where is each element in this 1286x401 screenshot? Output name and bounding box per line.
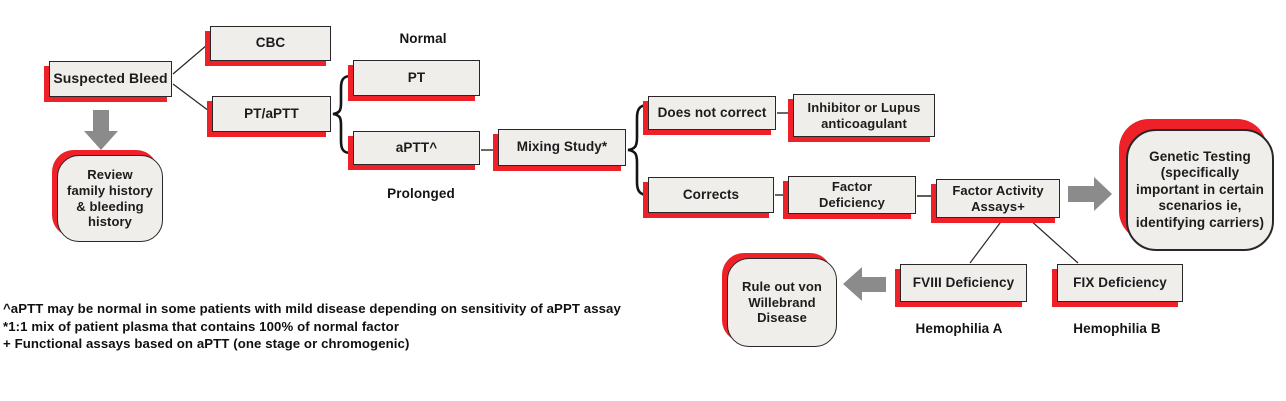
node-rule-out-vwd: Rule out von Willebrand Disease bbox=[727, 258, 837, 347]
node-mixing-study: Mixing Study* bbox=[498, 129, 626, 166]
node-pt: PT bbox=[353, 60, 480, 96]
footnote-functional-assays: + Functional assays based on aPTT (one s… bbox=[3, 336, 410, 352]
brace-ptaptt-split bbox=[332, 74, 353, 155]
node-fix-deficiency: FIX Deficiency bbox=[1057, 264, 1183, 302]
node-cbc: CBC bbox=[210, 26, 331, 61]
node-pt-aptt: PT/aPTT bbox=[212, 96, 331, 132]
line-suspected-to-ptaptt bbox=[172, 83, 210, 112]
node-inhibitor-lupus: Inhibitor or Lupus anticoagulant bbox=[793, 94, 935, 137]
block-arrow-left-icon bbox=[843, 267, 886, 301]
block-arrow-down-icon bbox=[84, 110, 118, 150]
brace-mixing-split bbox=[627, 103, 650, 197]
node-suspected-bleed: Suspected Bleed bbox=[49, 61, 172, 97]
footnotes: ^aPTT may be normal in some patients wit… bbox=[3, 300, 621, 353]
node-genetic-testing: Genetic Testing (specifically important … bbox=[1126, 129, 1274, 251]
label-hemophilia-a: Hemophilia A bbox=[915, 321, 1003, 336]
node-factor-deficiency: Factor Deficiency bbox=[788, 176, 916, 214]
line-factoract-to-fix bbox=[1028, 218, 1079, 264]
block-arrow-right-icon bbox=[1068, 177, 1112, 211]
line-factoract-to-fviii bbox=[969, 218, 1004, 264]
footnote-mixing: *1:1 mix of patient plasma that contains… bbox=[3, 318, 400, 334]
node-does-not-correct: Does not correct bbox=[648, 96, 776, 130]
line-suspected-to-cbc bbox=[172, 44, 208, 75]
node-review-family-history: Review family history & bleeding history bbox=[57, 155, 163, 242]
label-hemophilia-b: Hemophilia B bbox=[1073, 321, 1161, 336]
label-normal: Normal bbox=[399, 31, 447, 46]
footnote-aptt: ^aPTT may be normal in some patients wit… bbox=[3, 301, 621, 316]
node-fviii-deficiency: FVIII Deficiency bbox=[900, 264, 1027, 302]
node-aptt: aPTT^ bbox=[353, 131, 480, 165]
label-prolonged: Prolonged bbox=[387, 186, 455, 201]
node-corrects: Corrects bbox=[648, 177, 774, 213]
node-factor-activity-assays: Factor Activity Assays+ bbox=[936, 179, 1060, 218]
